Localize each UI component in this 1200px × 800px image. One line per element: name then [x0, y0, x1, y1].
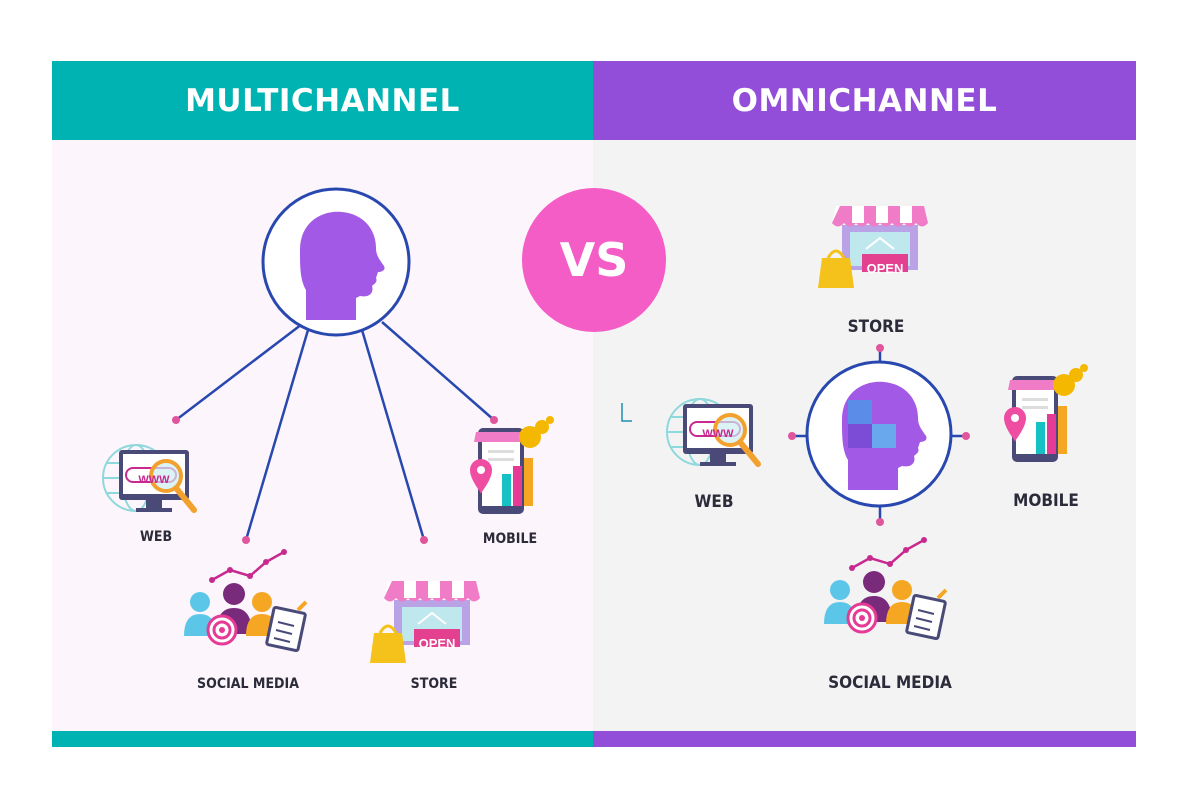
- omni-label-mobile: MOBILE: [1013, 491, 1079, 511]
- web-www-text: WWW: [138, 474, 170, 486]
- store-open-sign: OPEN: [419, 636, 456, 651]
- label-social-media: SOCIAL MEDIA: [197, 676, 299, 692]
- multichannel-header: MULTICHANNEL: [52, 61, 593, 140]
- customer-head-circle: [261, 187, 411, 337]
- omnichannel-header: OMNICHANNEL: [593, 61, 1136, 140]
- social-media-channel-icon: [182, 547, 308, 653]
- omnichannel-connectors: [621, 344, 970, 526]
- omni-label-web: WEB: [694, 492, 734, 512]
- vs-badge: VS: [522, 188, 666, 332]
- omni-label-social-media: SOCIAL MEDIA: [828, 673, 952, 693]
- omni-mobile-channel-icon: [1004, 364, 1088, 462]
- label-store: STORE: [410, 676, 458, 692]
- mobile-channel-icon: [470, 416, 554, 514]
- omni-store-open-sign: OPEN: [867, 261, 904, 276]
- omni-label-store: STORE: [847, 317, 905, 337]
- omni-social-media-channel-icon: [822, 535, 948, 641]
- omni-customer-head-circle: [805, 360, 953, 508]
- label-web: WEB: [139, 529, 173, 545]
- multichannel-connectors: [172, 317, 498, 544]
- multichannel-footer-bar: [52, 731, 593, 747]
- label-mobile: MOBILE: [482, 531, 538, 547]
- omnichannel-footer-bar: [593, 731, 1136, 747]
- omni-web-www-text: WWW: [702, 428, 734, 440]
